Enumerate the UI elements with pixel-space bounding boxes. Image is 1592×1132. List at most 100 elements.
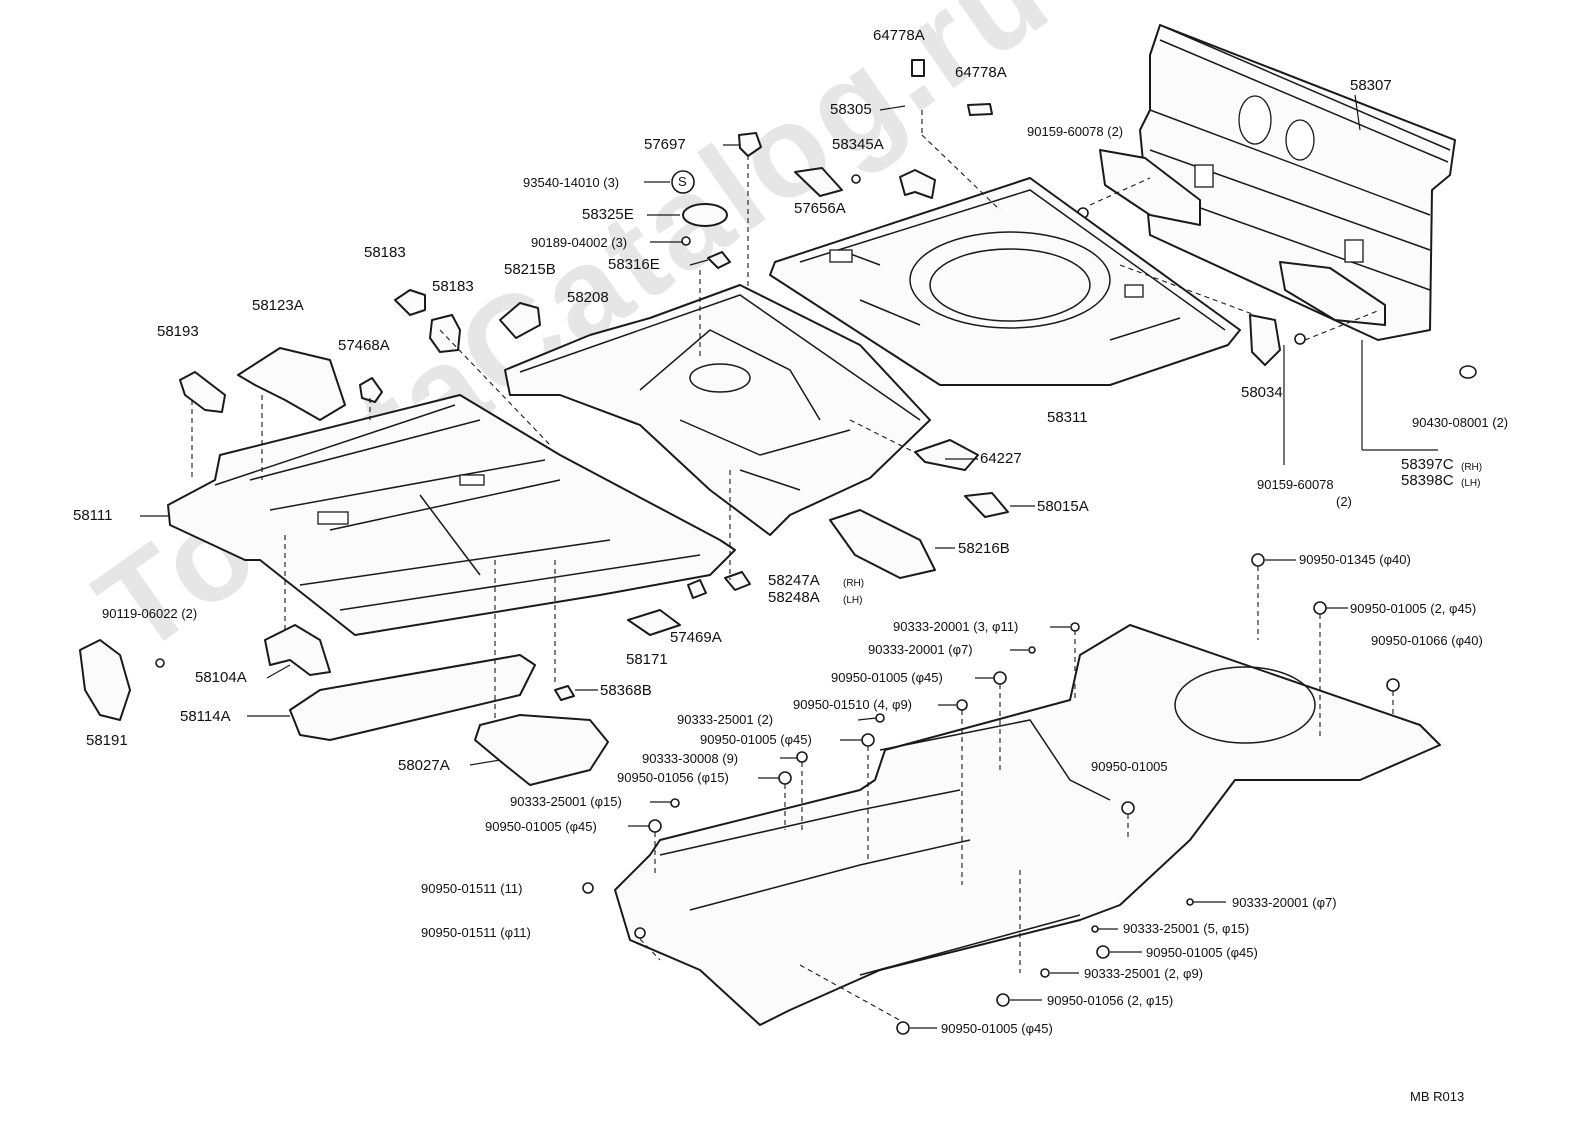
part-64778A-1[interactable] [911,59,925,77]
label-58215B: 58215B [504,261,556,278]
part-58015A[interactable] [964,492,1009,518]
label-90950-01005-d: 90950-01005 [1091,759,1168,774]
part-64227[interactable] [914,439,979,471]
label-58193: 58193 [157,323,199,340]
bolt-90119 [155,658,165,668]
part-58305[interactable] [899,169,936,199]
label-58307: 58307 [1350,77,1392,94]
label-90950-01511-b: 90950-01511 (φ11) [421,925,531,940]
label-57468A: 57468A [338,337,390,354]
label-57469A: 57469A [670,629,722,646]
part-58171[interactable] [627,609,681,636]
part-64778A-2[interactable] [967,103,993,116]
leader-lines [140,94,1438,1029]
label-58104A: 58104A [195,669,247,686]
label-90950-01005-g: 90950-01005 (φ45) [941,1021,1053,1036]
label-90159-60078-bottom-qty: (2) [1336,494,1352,509]
label-90950-01056-b: 90950-01056 (2, φ15) [1047,993,1174,1008]
label-90159-60078-bottom: 90159-60078 [1257,477,1334,492]
label-58398C-side: (LH) [1461,478,1481,489]
label-58305: 58305 [830,101,872,118]
part-58215B[interactable] [499,302,541,339]
label-93540-badge: S [678,174,687,189]
part-58316E[interactable] [707,251,731,269]
label-64778A-1: 64778A [873,27,925,44]
label-58216B: 58216B [958,540,1010,557]
part-58104A[interactable] [264,624,331,676]
label-93540-14010: 93540-14010 (3) [523,175,620,190]
label-58247A: 58247A [768,572,820,589]
label-90333-25001-a: 90333-25001 (2) [677,712,774,727]
label-58325E: 58325E [582,206,634,223]
label-90950-01005-c: 90950-01005 (φ45) [700,732,812,747]
label-90950-01510: 90950-01510 (4, φ9) [793,697,913,712]
label-90430-08001: 90430-08001 (2) [1412,415,1509,430]
label-58123A: 58123A [252,297,304,314]
front-floor-58111[interactable] [167,394,736,636]
label-58183-2: 58183 [432,278,474,295]
label-90950-01005-b: 90950-01005 (φ45) [831,670,943,685]
bolt-90159-bottom [1294,333,1306,345]
label-90950-01005-a: 90950-01005 (2, φ45) [1350,601,1477,616]
label-58111: 58111 [73,507,113,524]
part-58123A[interactable] [237,347,346,421]
rear-bracket-58397C[interactable] [1279,261,1386,326]
part-58183-2[interactable] [429,314,461,353]
label-90950-01066: 90950-01066 (φ40) [1371,633,1483,648]
label-90333-20001-c: 90333-20001 (φ7) [1232,895,1337,910]
part-58027A[interactable] [474,714,609,786]
label-58114A: 58114A [180,708,231,725]
part-58193[interactable] [179,371,226,413]
part-58368B[interactable] [554,685,575,701]
rear-panel-58307[interactable] [1139,24,1456,341]
part-58191[interactable] [79,639,131,721]
label-90950-01005-f: 90950-01005 (φ45) [1146,945,1258,960]
part-57697[interactable] [738,132,762,157]
label-58171: 58171 [626,651,668,668]
label-90159-60078-top: 90159-60078 (2) [1027,124,1124,139]
label-90950-01511-a: 90950-01511 (11) [421,881,523,896]
part-57468A[interactable] [359,377,383,403]
service-badge-circle [671,170,695,194]
label-90950-01005-e: 90950-01005 (φ45) [485,819,597,834]
rear-floor-pan-58311[interactable] [769,177,1241,386]
label-57656A: 57656A [794,200,846,217]
label-90950-01345: 90950-01345 (φ40) [1299,552,1411,567]
label-58027A: 58027A [398,757,450,774]
label-58248A: 58248A [768,589,820,606]
label-64778A-2: 64778A [955,64,1007,81]
label-58248A-side: (LH) [843,595,863,606]
center-floor-58208[interactable] [504,284,931,536]
label-58034: 58034 [1241,384,1283,401]
label-58398C: 58398C [1401,472,1454,489]
part-58183-1[interactable] [394,289,426,316]
part-58034[interactable] [1249,314,1281,366]
part-58114A[interactable] [289,654,536,741]
label-58208: 58208 [567,289,609,306]
diagram-code: MB R013 [1410,1089,1465,1104]
label-90333-25001-d: 90333-25001 (2, φ9) [1084,966,1204,981]
label-58316E: 58316E [608,256,660,273]
part-58345A[interactable] [851,174,861,184]
part-58325E[interactable] [682,203,728,227]
label-58015A: 58015A [1037,498,1089,515]
label-90333-20001-a: 90333-20001 (3, φ11) [893,619,1019,634]
part-58247A[interactable] [724,571,751,591]
label-58247A-side: (RH) [843,578,865,589]
part-58216B[interactable] [829,509,936,579]
part-57656A[interactable] [794,167,843,197]
label-90333-25001-c: 90333-25001 (5, φ15) [1123,921,1250,936]
label-58311: 58311 [1047,409,1088,426]
nut-90430 [1459,365,1477,379]
label-58183-1: 58183 [364,244,406,261]
label-90119-06022: 90119-06022 (2) [102,606,198,621]
underbody-sealer-panel[interactable] [614,624,1441,1026]
label-58397C-side: (RH) [1461,462,1483,473]
part-57469A[interactable] [687,579,707,599]
label-58345A: 58345A [832,136,884,153]
rear-bracket-upper[interactable] [1099,149,1201,226]
bolt-90189 [681,236,691,246]
label-58397C: 58397C [1401,456,1454,473]
